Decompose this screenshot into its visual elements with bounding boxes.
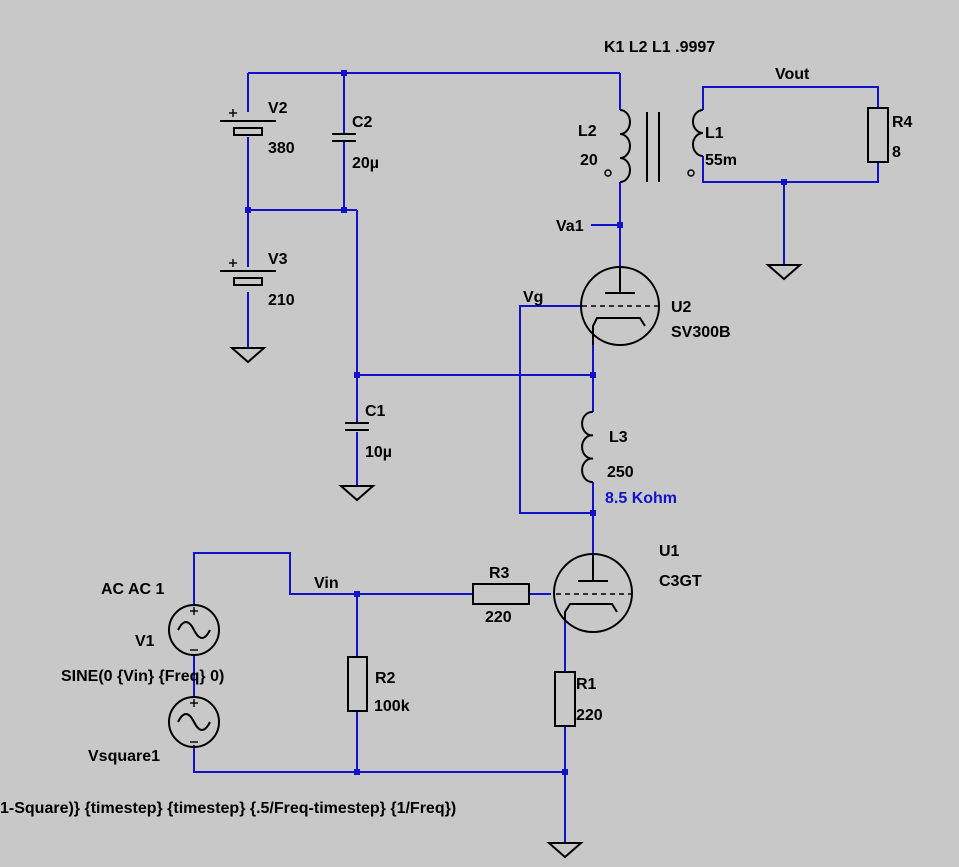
ground-icon — [765, 264, 803, 281]
inductor-l1[interactable] — [687, 109, 704, 177]
l3-name[interactable]: L3 — [609, 429, 628, 446]
c1-name[interactable]: C1 — [365, 403, 386, 420]
junction-dot — [341, 207, 347, 213]
sine-wave-icon — [177, 621, 211, 639]
r3-value[interactable]: 220 — [485, 609, 512, 626]
battery-plate-short — [233, 277, 263, 286]
resistor-body — [347, 656, 368, 712]
junction-dot — [590, 510, 596, 516]
c2-value[interactable]: 20µ — [352, 155, 379, 172]
junction-dot — [617, 222, 623, 228]
wire-vg-loop — [519, 305, 593, 514]
voltage-source-vsquare1[interactable] — [168, 696, 220, 748]
l3-value[interactable]: 250 — [607, 464, 634, 481]
resistor-body — [554, 671, 576, 727]
v1-value[interactable]: SINE(0 {Vin} {Freq} 0) — [61, 668, 224, 685]
tube-u1[interactable] — [553, 553, 633, 633]
source-circle — [168, 696, 220, 748]
tube-envelope — [580, 266, 660, 346]
ground-symbols — [229, 264, 803, 859]
c1-value[interactable]: 10µ — [365, 444, 392, 461]
tube-u2[interactable] — [580, 266, 660, 346]
junction-dot — [354, 591, 360, 597]
junction-dot — [245, 207, 251, 213]
r2-value[interactable]: 100k — [374, 698, 410, 715]
labels: K1 L2 L1 .9997 Vout Va1 Vg Vin V2 380 V3… — [0, 39, 913, 817]
v1-name[interactable]: V1 — [135, 633, 155, 650]
source-circle — [168, 604, 220, 656]
vsquare1-name[interactable]: Vsquare1 — [88, 748, 160, 765]
ground-icon — [229, 347, 267, 364]
cathode-filament — [564, 603, 618, 620]
l2-value[interactable]: 20 — [580, 152, 598, 169]
net-label-vg[interactable]: Vg — [523, 289, 543, 306]
battery-v3[interactable] — [220, 259, 276, 286]
u1-name[interactable]: U1 — [659, 543, 680, 560]
net-label-va1[interactable]: Va1 — [556, 218, 584, 235]
l2-name[interactable]: L2 — [578, 123, 597, 140]
junction-dot — [354, 769, 360, 775]
dot-marker — [604, 169, 612, 177]
v3-value[interactable]: 210 — [268, 292, 295, 309]
r4-name[interactable]: R4 — [892, 114, 913, 131]
wire-vin — [193, 552, 473, 605]
junctions — [245, 70, 787, 775]
r4-value[interactable]: 8 — [892, 144, 901, 161]
coil-icon — [692, 109, 704, 157]
resistor-r4[interactable] — [867, 107, 889, 163]
v2-name[interactable]: V2 — [268, 100, 288, 117]
v1-ac-spec[interactable]: AC AC 1 — [101, 581, 165, 598]
u1-value[interactable]: C3GT — [659, 573, 702, 590]
dot-marker — [687, 169, 695, 177]
vsquare1-value[interactable]: 1-Square)} {timestep} {timestep} {.5/Fre… — [0, 800, 456, 817]
u2-name[interactable]: U2 — [671, 299, 692, 316]
resistor-r1[interactable] — [554, 671, 576, 727]
l1-value[interactable]: 55m — [705, 152, 737, 169]
l1-name[interactable]: L1 — [705, 125, 724, 142]
junction-dot — [781, 179, 787, 185]
inductor-l2[interactable] — [604, 109, 631, 183]
resistor-body — [867, 107, 889, 163]
resistor-r2[interactable] — [347, 656, 368, 712]
comment-annotation[interactable]: 8.5 Kohm — [605, 490, 677, 507]
wire-sec-bottom — [702, 156, 879, 183]
v2-value[interactable]: 380 — [268, 140, 295, 157]
spice-directive[interactable]: K1 L2 L1 .9997 — [604, 39, 715, 56]
junction-dot — [341, 70, 347, 76]
battery-plate-short — [233, 127, 263, 136]
capacitor-c1[interactable] — [345, 422, 369, 431]
coil-icon — [619, 109, 631, 183]
ground-icon — [546, 842, 584, 859]
resistor-body — [472, 583, 530, 605]
junction-dot — [562, 769, 568, 775]
voltage-source-v1[interactable] — [168, 604, 220, 656]
transformer-core — [646, 112, 660, 182]
battery-v2[interactable] — [220, 109, 276, 136]
r2-name[interactable]: R2 — [375, 670, 396, 687]
coil-icon — [581, 410, 594, 483]
wire-bottom-rail — [193, 745, 565, 773]
sine-wave-icon — [177, 713, 211, 731]
junction-dot — [590, 372, 596, 378]
wire-sec-top — [702, 86, 879, 110]
cathode-filament — [592, 317, 646, 345]
net-label-vout[interactable]: Vout — [775, 66, 810, 83]
r1-value[interactable]: 220 — [576, 707, 603, 724]
net-label-vin[interactable]: Vin — [314, 575, 339, 592]
c2-name[interactable]: C2 — [352, 114, 373, 131]
u2-value[interactable]: SV300B — [671, 324, 731, 341]
r3-name[interactable]: R3 — [489, 565, 510, 582]
r1-name[interactable]: R1 — [576, 676, 597, 693]
inductor-l3[interactable] — [581, 410, 594, 483]
v3-name[interactable]: V3 — [268, 251, 288, 268]
ground-icon — [338, 485, 376, 502]
junction-dot — [354, 372, 360, 378]
wires — [193, 72, 879, 843]
capacitor-c2[interactable] — [332, 133, 356, 142]
resistor-r3[interactable] — [472, 583, 530, 605]
